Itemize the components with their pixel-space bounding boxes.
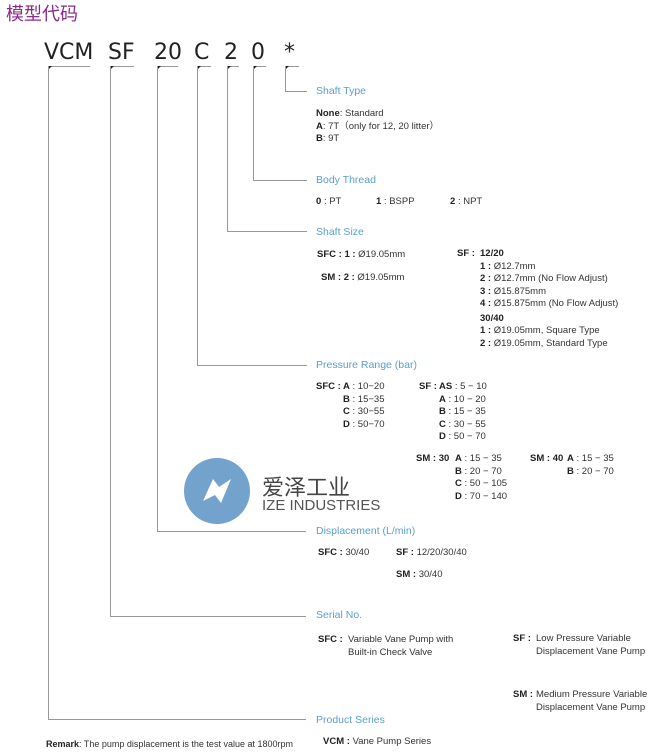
code-displacement: 20 [154, 40, 182, 65]
label-shaft-type: Shaft Type [316, 85, 367, 97]
pressure-option: C : 30 − 55 [439, 418, 486, 430]
displacement-sm: SM : 30/40 [396, 569, 443, 580]
pressure-option: B : 20 − 70 [567, 465, 614, 477]
pressure-option: A : 10−20 [343, 381, 385, 392]
label-shaft-size: Shaft Size [316, 226, 364, 238]
pressure-option: D : 50 − 70 [439, 431, 486, 442]
pressure-option: B : 20 − 70 [455, 465, 502, 477]
pressure-sfc-prefix: SFC : [316, 381, 341, 392]
code-serial: SF [108, 40, 135, 65]
watermark-cn: 爱泽工业 [262, 476, 351, 501]
label-body-thread: Body Thread [316, 174, 376, 186]
serial-sfc: SFC : [318, 634, 343, 645]
thread-pt: 0 : PT [316, 196, 342, 207]
shaft-sf-prefix: SF : [457, 248, 475, 259]
pressure-option: A : 10 − 20 [439, 393, 486, 405]
thread-bspp: 1 : BSPP [376, 196, 415, 207]
pressure-option: C : 30−55 [343, 406, 385, 417]
pressure-option: B : 15−35 [343, 393, 385, 405]
watermark-en: IZE INDUSTRIES [262, 497, 381, 514]
thread-npt: 2 : NPT [450, 196, 483, 207]
shaft-sfc: SFC : 1 : Ø19.05mm [317, 249, 406, 260]
pressure-sm40-prefix: SM : 40 [530, 453, 564, 464]
label-product-series: Product Series [316, 714, 385, 726]
code-series: VCM [44, 40, 94, 65]
serial-sm: SM : [513, 689, 534, 700]
page-title: 模型代码 [6, 4, 78, 25]
serial-sf: SF : [513, 633, 531, 644]
displacement-sfc: SFC : 30/40 [318, 547, 370, 558]
code-pressure: C [194, 40, 210, 65]
pressure-option: AS : 5 − 10 [439, 381, 487, 392]
pressure-option: A : 15 − 35 [455, 453, 502, 464]
pressure-sf-prefix: SF : [419, 381, 437, 392]
code-shaft-size: 2 [224, 40, 238, 65]
label-pressure-range: Pressure Range (bar) [316, 359, 417, 371]
shaft-sf-options: 12/20 1 : Ø12.7mm 2 : Ø12.7mm (No Flow A… [480, 248, 619, 349]
pressure-option: D : 50−70 [343, 418, 385, 430]
code-shaft-type: * [284, 40, 295, 65]
displacement-sf: SF : 12/20/30/40 [396, 547, 467, 558]
shaft-type-options: None: Standard A: 7T（only for 12, 20 lit… [316, 108, 440, 144]
code-thread: 0 [251, 40, 265, 65]
pressure-sm30-prefix: SM : 30 [416, 453, 450, 464]
label-displacement: Displacement (L/min) [316, 525, 416, 537]
ize-logo-icon [184, 458, 250, 524]
label-serial-no: Serial No. [316, 609, 363, 621]
remark: Remark: The pump displacement is the tes… [46, 739, 293, 749]
pressure-option: B : 15 − 35 [439, 406, 486, 417]
pressure-option: A : 15 − 35 [567, 453, 614, 464]
product-vcm: VCM : Vane Pump Series [323, 736, 432, 747]
pressure-option: C : 50 − 105 [455, 478, 508, 489]
pressure-option: D : 70 − 140 [455, 490, 508, 502]
shaft-sm: SM : 2 : Ø19.05mm [321, 272, 405, 283]
